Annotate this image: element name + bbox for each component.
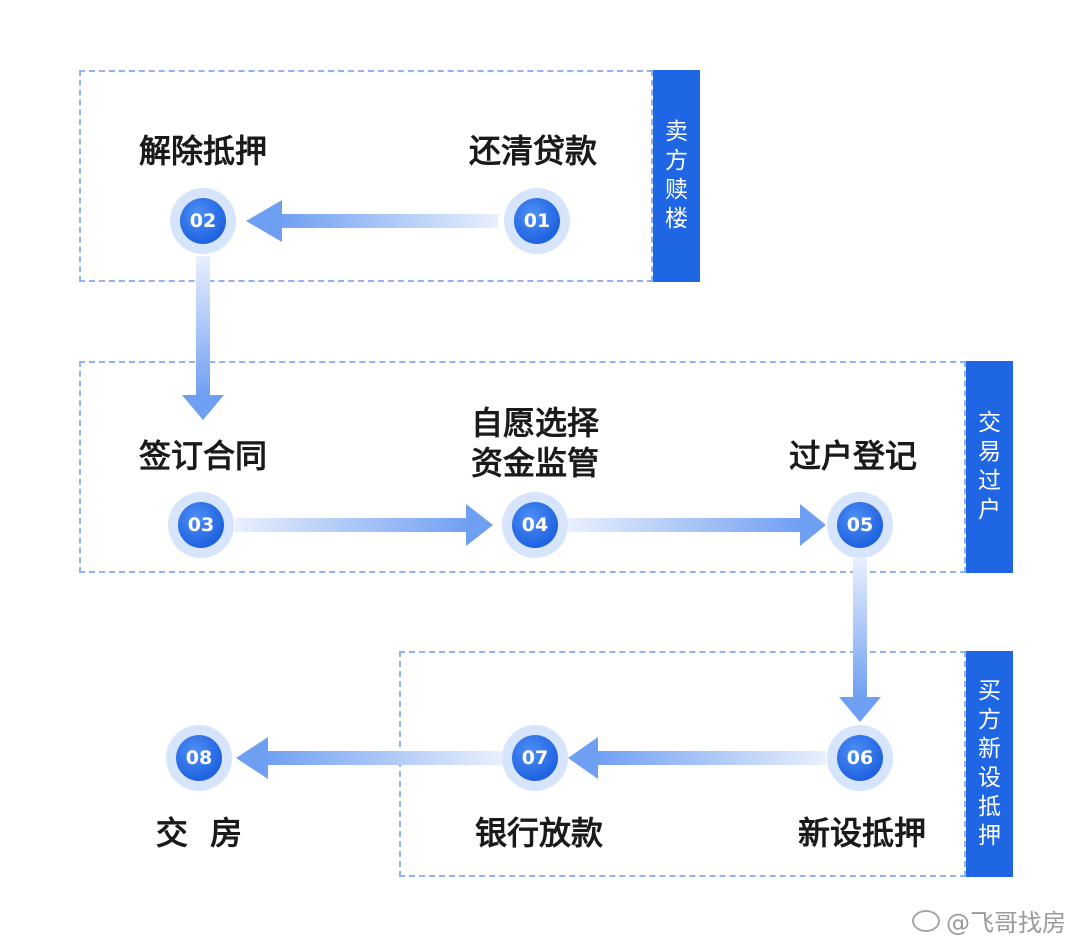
step-label-08: 交 房 <box>155 814 243 852</box>
group-label-seller: 卖方赎楼 <box>665 119 688 232</box>
step-node-02: 02 <box>170 188 236 254</box>
group-tag-trade: 交易过户 <box>966 361 1013 573</box>
step-label-01: 还清贷款 <box>468 132 598 170</box>
step-node-06: 06 <box>827 725 893 791</box>
step-label-03: 签订合同 <box>138 437 268 475</box>
step-number-04: 04 <box>512 502 558 548</box>
weibo-icon <box>912 909 940 932</box>
step-label-04: 自愿选择 资金监管 <box>470 404 600 482</box>
step-number-08: 08 <box>176 735 222 781</box>
watermark-text: @飞哥找房 <box>946 909 1066 937</box>
step-node-05: 05 <box>827 492 893 558</box>
group-label-trade: 交易过户 <box>978 410 1001 523</box>
step-label-07: 银行放款 <box>474 814 604 852</box>
arrow-05-06 <box>839 558 881 722</box>
step-node-08: 08 <box>166 725 232 791</box>
step-number-01: 01 <box>514 198 560 244</box>
arrow-03-04 <box>235 504 493 546</box>
step-number-03: 03 <box>178 502 224 548</box>
step-number-02: 02 <box>180 198 226 244</box>
step-number-06: 06 <box>837 735 883 781</box>
step-node-07: 07 <box>502 725 568 791</box>
step-node-04: 04 <box>502 492 568 558</box>
step-label-05: 过户登记 <box>788 437 918 475</box>
group-box-seller <box>79 70 653 282</box>
group-box-trade <box>79 361 966 573</box>
arrow-04-05 <box>568 504 826 546</box>
arrow-02-03 <box>182 256 224 420</box>
step-node-03: 03 <box>168 492 234 558</box>
group-tag-buyer: 买方新设抵押 <box>966 651 1013 877</box>
arrow-06-07 <box>568 737 826 779</box>
group-label-buyer: 买方新设抵押 <box>978 678 1001 849</box>
step-label-06: 新设抵押 <box>797 814 927 852</box>
arrow-07-08 <box>236 737 502 779</box>
step-node-01: 01 <box>504 188 570 254</box>
step-label-02: 解除抵押 <box>138 132 268 170</box>
group-tag-seller: 卖方赎楼 <box>653 70 700 282</box>
arrow-01-02 <box>246 200 498 242</box>
step-number-07: 07 <box>512 735 558 781</box>
step-number-05: 05 <box>837 502 883 548</box>
watermark: @飞哥找房 <box>912 903 1066 938</box>
